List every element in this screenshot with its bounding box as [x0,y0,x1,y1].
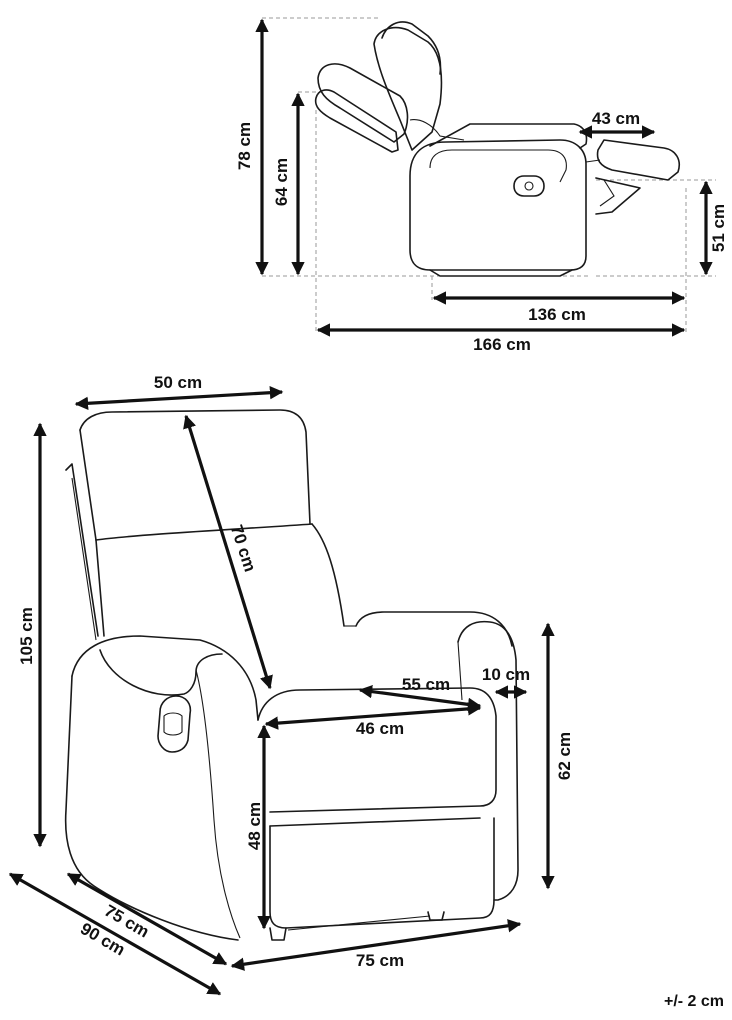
label-armrest-width: 10 cm [482,665,530,684]
label-arm-height: 62 cm [555,732,574,780]
dim-seat-width [264,702,482,730]
front-view: 50 cm 70 cm 105 cm 55 cm 10 cm 46 cm 62 … [8,373,574,996]
label-seat-depth: 55 cm [402,675,450,694]
label-front-total-height: 105 cm [17,607,36,665]
label-full-length: 166 cm [473,335,531,354]
label-reclined-length: 136 cm [528,305,586,324]
front-chair-outline [64,409,519,941]
dim-depth-reclined [8,872,222,996]
label-side-seat-back-height: 64 cm [272,158,291,206]
tolerance-note: +/- 2 cm [664,993,724,1010]
label-side-total-height: 78 cm [235,122,254,170]
label-footrest-height: 51 cm [709,204,728,252]
label-width-front: 75 cm [356,951,404,970]
dim-width-front [230,919,522,971]
dim-backrest-length [183,414,273,690]
label-footrest-length: 43 cm [592,109,640,128]
dim-width-top [74,385,284,411]
side-view: 78 cm 64 cm 43 cm 51 cm 136 cm 166 cm [235,17,728,354]
side-chair-outline [314,21,680,277]
label-width-top: 50 cm [154,373,202,392]
label-seat-height: 48 cm [245,802,264,850]
label-seat-width: 46 cm [356,719,404,738]
